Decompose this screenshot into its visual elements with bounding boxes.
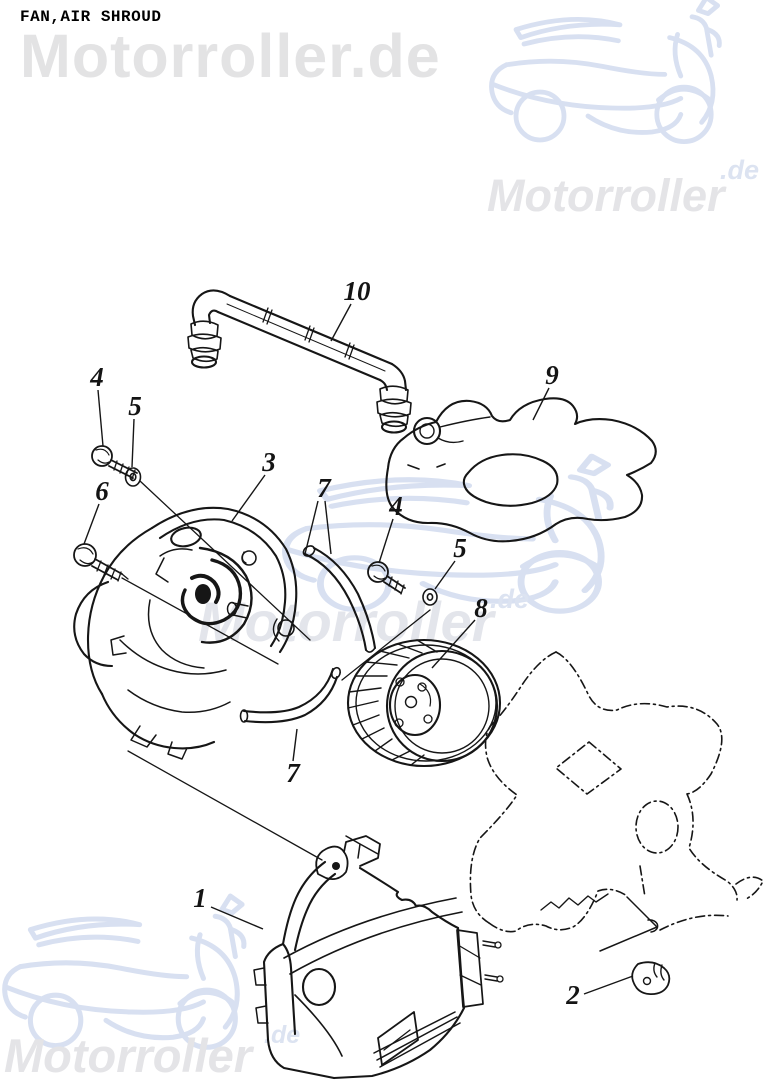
callout-number: 7 (317, 473, 332, 503)
leader-line (324, 500, 332, 555)
callout-number: 10 (344, 276, 372, 306)
callout-1: 1 (193, 883, 264, 930)
callout-6: 6 (83, 476, 109, 545)
engine-case-notch (599, 896, 659, 952)
callout-7: 7 (286, 728, 301, 788)
callout-number: 2 (565, 980, 580, 1010)
callout-number: 4 (89, 362, 104, 392)
watermark-tld-text: .de (720, 155, 759, 185)
leader-line (231, 474, 266, 522)
part-5-washer-left (124, 467, 142, 487)
callout-4: 4 (89, 362, 104, 447)
callout-number: 1 (193, 883, 207, 913)
part-1-air-shroud (253, 835, 504, 1080)
callout-number: 8 (474, 593, 488, 623)
scooter-logo-watermark (492, 0, 720, 142)
part-2-clip-nut (631, 961, 671, 995)
assembly-lines (121, 480, 431, 861)
callout-number: 5 (128, 391, 142, 421)
leader-line (210, 906, 264, 930)
engine-case-phantom (469, 651, 764, 933)
callout-number: 6 (95, 476, 109, 506)
leader-line (431, 619, 476, 669)
watermark-layer: Motorroller.de Motorroller .de Motorroll… (4, 0, 759, 1082)
leader-line (304, 500, 319, 555)
callout-7: 7 (304, 473, 332, 555)
part-4-screw-middle (367, 561, 406, 595)
part-9-shroud-plate (385, 397, 657, 543)
leader-line (83, 503, 100, 545)
callout-5: 5 (128, 391, 142, 468)
scooter-logo-watermark (5, 896, 244, 1047)
watermark-top-text: Motorroller.de (20, 22, 441, 90)
callout-4: 4 (378, 491, 403, 564)
callout-number: 3 (261, 447, 276, 477)
leader-line (292, 728, 298, 762)
watermark-brand-text: Motorroller (487, 170, 727, 221)
watermark-brand-text: Motorroller (4, 1029, 255, 1082)
callout-number: 7 (286, 758, 301, 788)
leader-line (583, 975, 634, 995)
part-5-washer-middle (422, 588, 438, 606)
callout-number: 4 (388, 491, 403, 521)
callout-3: 3 (231, 447, 276, 522)
leader-line (378, 518, 394, 564)
callout-5: 5 (434, 533, 467, 590)
leader-line (532, 387, 550, 421)
part-3-fan-cover (73, 506, 298, 760)
leader-line (97, 389, 104, 447)
callout-10: 10 (330, 276, 372, 342)
page-title: FAN,AIR SHROUD (20, 8, 162, 26)
drawing-layer (73, 289, 764, 1080)
leader-line (131, 418, 135, 468)
scooter-logo-watermark (285, 456, 610, 611)
part-6-screw (73, 543, 129, 582)
leader-line (434, 560, 456, 590)
part-10-breather-pipe (187, 289, 412, 434)
callout-9: 9 (532, 360, 559, 421)
part-8-fan-rotor (346, 638, 502, 768)
part-7-air-hoses (239, 545, 377, 724)
callout-8: 8 (431, 593, 488, 669)
part-4-screw-left (91, 445, 138, 480)
callout-number: 9 (545, 360, 559, 390)
callout-number: 5 (453, 533, 467, 563)
watermark-tld-text: .de (490, 584, 529, 614)
callout-2: 2 (565, 975, 634, 1010)
leader-line (330, 303, 352, 342)
